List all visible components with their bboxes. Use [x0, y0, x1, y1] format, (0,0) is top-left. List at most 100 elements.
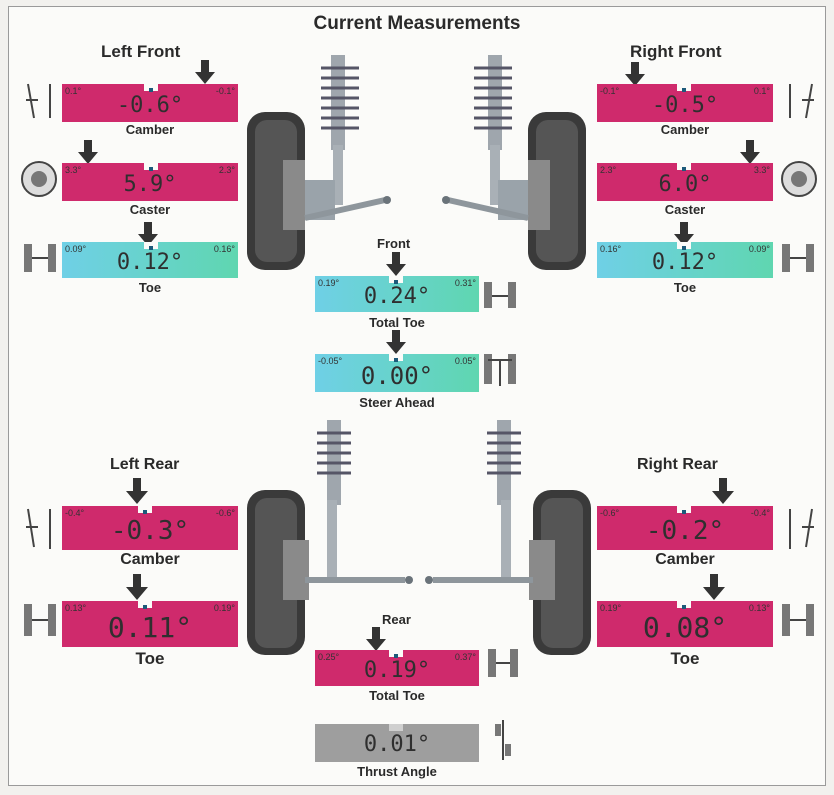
right-front-caster-gauge: 2.3° 3.3° 6.0°	[597, 163, 773, 201]
gauge-max: 0.13°	[748, 603, 770, 613]
right-front-camber-gauge: -0.1° 0.1° -0.5°	[597, 84, 773, 122]
toe-diagram-icon	[24, 244, 56, 272]
total-toe-rear-gauge: 0.25° 0.37° 0.19°	[315, 650, 479, 686]
right-rear-toe-pointer-icon	[703, 574, 725, 600]
left-rear-header: Left Rear	[110, 456, 180, 473]
gauge-caption: Toe	[670, 649, 700, 668]
gauge-caption: Toe	[673, 280, 697, 295]
gauge-min: -0.4°	[65, 508, 85, 518]
left-front-header: Left Front	[101, 42, 181, 61]
right-rear-header: Right Rear	[637, 456, 718, 473]
right-front-camber-pointer-icon	[625, 62, 645, 86]
left-rear-camber-gauge: -0.4° -0.6° -0.3°	[62, 506, 238, 550]
rear-label: Rear	[382, 612, 411, 627]
gauge-value: 0.12°	[116, 250, 184, 275]
right-rear-toe-gauge: 0.19° 0.13° 0.08°	[597, 601, 773, 647]
gauge-caption: Caster	[129, 202, 171, 217]
gauge-min: 0.09°	[65, 244, 87, 254]
left-rear-toe-pointer-icon	[126, 574, 148, 600]
right-rear-suspension-illustration	[425, 420, 591, 655]
gauge-caption: Thrust Angle	[357, 764, 437, 779]
gauge-max: 0.05°	[454, 356, 476, 366]
gauge-max: -0.4°	[750, 508, 770, 518]
gauge-min: 0.19°	[600, 603, 622, 613]
gauge-min: 0.13°	[65, 603, 87, 613]
gauge-caption: Total Toe	[369, 315, 425, 330]
gauge-max: 0.31°	[454, 278, 476, 288]
left-front-camber-gauge: 0.1° -0.1° -0.6°	[62, 84, 238, 122]
left-front-toe-gauge: 0.09° 0.16° 0.12°	[62, 242, 238, 278]
gauge-value: 0.08°	[642, 611, 728, 644]
gauge-min: 0.1°	[65, 86, 82, 96]
gauge-value: 5.9°	[123, 172, 177, 197]
gauge-min: -0.6°	[600, 508, 620, 518]
right-front-header: Right Front	[630, 42, 722, 61]
gauge-max: 0.1°	[753, 86, 770, 96]
gauge-value: 0.24°	[363, 284, 431, 309]
gauge-value: 6.0°	[658, 172, 712, 197]
left-front-camber-pointer-icon	[195, 60, 215, 84]
left-rear-toe-gauge: 0.13° 0.19° 0.11°	[62, 601, 238, 647]
left-front-caster-pointer-icon	[78, 140, 98, 164]
gauge-max: 0.19°	[213, 603, 235, 613]
gauge-caption: Caster	[664, 202, 706, 217]
gauge-value: 0.01°	[363, 732, 431, 757]
thrust-angle-diagram-icon	[495, 720, 511, 760]
toe-diagram-icon	[782, 604, 814, 636]
total-toe-front-gauge: 0.19° 0.31° 0.24°	[315, 276, 479, 312]
caster-wheel-icon	[21, 161, 57, 197]
rear-total-toe-diagram-icon	[488, 649, 518, 677]
camber-diagram-icon	[26, 508, 51, 549]
steer-ahead-gauge: -0.05° 0.05° 0.00°	[315, 354, 479, 392]
gauge-caption: Total Toe	[369, 688, 425, 703]
right-front-caster-pointer-icon	[740, 140, 760, 164]
gauge-caption: Camber	[660, 122, 710, 137]
gauge-caption: Camber	[655, 551, 715, 568]
gauge-caption: Camber	[125, 122, 175, 137]
camber-diagram-icon	[789, 83, 814, 119]
gauge-caption: Toe	[138, 280, 162, 295]
gauge-caption: Steer Ahead	[359, 395, 435, 410]
left-rear-suspension-illustration	[247, 420, 413, 655]
gauge-caption: Toe	[135, 649, 165, 668]
left-rear-camber-pointer-icon	[126, 478, 148, 504]
gauge-value: -0.5°	[651, 93, 719, 118]
toe-diagram-icon	[24, 604, 56, 636]
gauge-value: -0.6°	[116, 93, 184, 118]
gauge-min: 0.25°	[318, 652, 340, 662]
gauge-min: 2.3°	[600, 165, 617, 175]
left-front-suspension-illustration	[247, 55, 391, 270]
gauge-value: -0.2°	[645, 516, 725, 546]
steer-ahead-diagram-icon	[484, 354, 516, 386]
camber-diagram-icon	[26, 83, 51, 119]
steer-ahead-pointer-icon	[386, 330, 406, 354]
gauge-caption: Camber	[120, 551, 180, 568]
gauge-max: -0.1°	[215, 86, 235, 96]
gauge-min: -0.05°	[318, 356, 343, 366]
gauge-value: -0.3°	[110, 516, 190, 546]
right-front-toe-gauge: 0.16° 0.09° 0.12°	[597, 242, 773, 278]
total-toe-diagram-icon	[484, 282, 516, 308]
gauge-value: 0.12°	[651, 250, 719, 275]
toe-diagram-icon	[782, 244, 814, 272]
right-front-toe-pointer-icon	[674, 222, 694, 246]
left-front-toe-pointer-icon	[138, 222, 158, 246]
page-title: Current Measurements	[313, 13, 521, 34]
front-label: Front	[377, 236, 411, 251]
gauge-min: 3.3°	[65, 165, 82, 175]
left-front-caster-gauge: 3.3° 2.3° 5.9°	[62, 163, 238, 201]
gauge-max: 0.09°	[748, 244, 770, 254]
gauge-min: 0.16°	[600, 244, 622, 254]
gauge-max: 2.3°	[218, 165, 235, 175]
gauge-value: 0.00°	[360, 362, 434, 390]
gauge-max: 3.3°	[753, 165, 770, 175]
gauge-value: 0.19°	[363, 658, 431, 683]
right-rear-camber-gauge: -0.6° -0.4° -0.2°	[597, 506, 773, 550]
right-rear-camber-pointer-icon	[712, 478, 734, 504]
gauge-max: 0.37°	[454, 652, 476, 662]
thrust-angle-gauge: 0.01°	[315, 724, 479, 762]
gauge-value: 0.11°	[107, 611, 193, 644]
total-toe-front-pointer-icon	[386, 252, 406, 276]
gauge-min: -0.1°	[600, 86, 620, 96]
camber-diagram-icon	[789, 508, 814, 549]
